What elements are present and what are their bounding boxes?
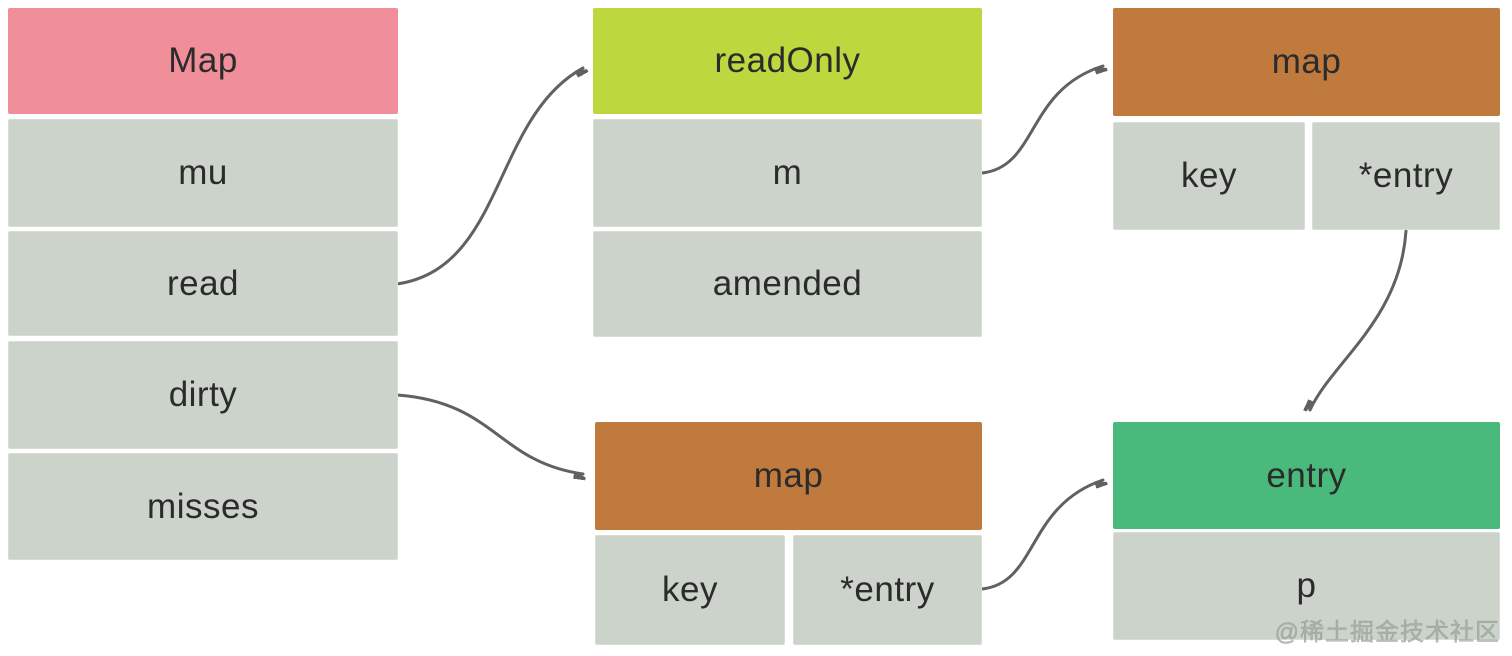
watermark: @稀土掘金技术社区 — [1274, 619, 1500, 647]
arrow-dirtymap-entry-to-entry — [980, 478, 1103, 591]
arrow-m-to-readmap — [980, 64, 1103, 175]
dirty-map-field-entry-ptr: *entry — [793, 535, 982, 645]
arrow-dirty-to-dirtymap — [395, 393, 583, 474]
arrow-read-to-readonly — [395, 66, 583, 286]
read-map-header: map — [1113, 8, 1500, 116]
readonly-struct-header: readOnly — [593, 8, 982, 114]
map-struct-header: Map — [8, 8, 398, 114]
read-map-field-entry-ptr: *entry — [1312, 122, 1500, 230]
map-field-read: read — [8, 231, 398, 336]
read-map-field-key: key — [1113, 122, 1305, 230]
dirty-map-header: map — [595, 422, 982, 530]
arrow-readmap-entry-to-entry — [1310, 229, 1408, 410]
map-field-dirty: dirty — [8, 341, 398, 449]
entry-field-p: p — [1113, 532, 1500, 640]
readonly-field-m: m — [593, 119, 982, 227]
readonly-field-amended: amended — [593, 231, 982, 337]
map-field-mu: mu — [8, 119, 398, 227]
entry-struct-header: entry — [1113, 422, 1500, 529]
map-field-misses: misses — [8, 453, 398, 560]
dirty-map-field-key: key — [595, 535, 785, 645]
